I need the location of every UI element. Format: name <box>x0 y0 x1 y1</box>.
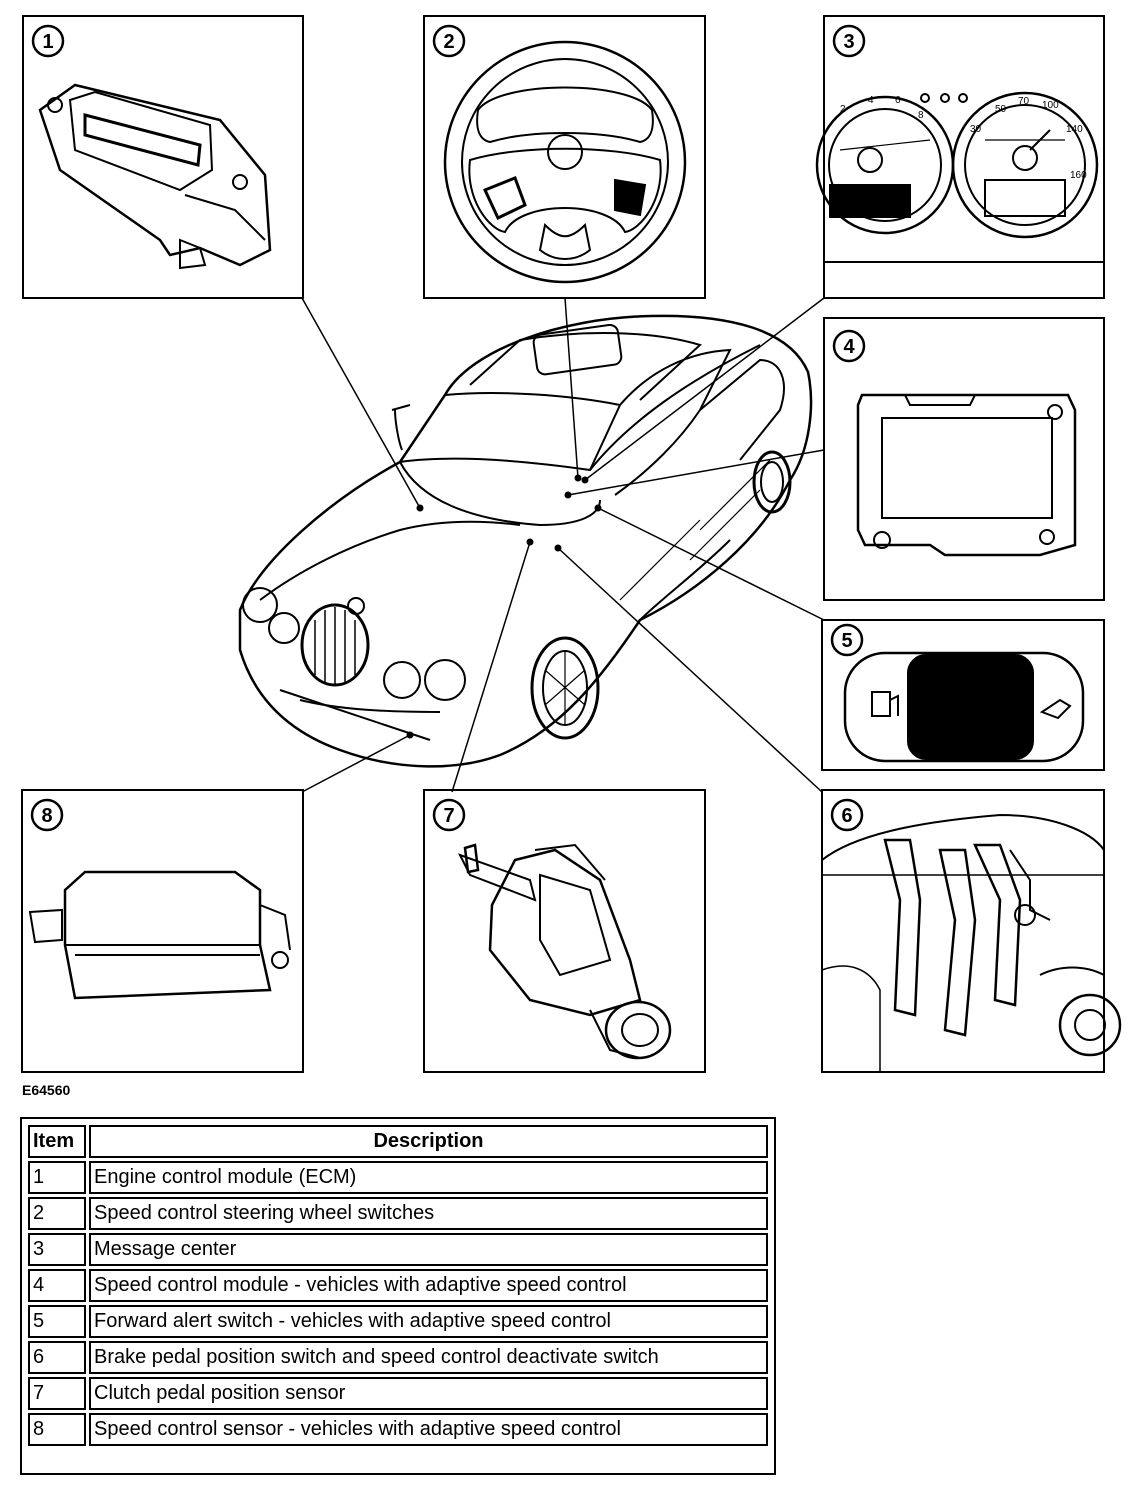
table-row: 3 Message center <box>28 1233 768 1266</box>
speed-control-sensor-illustration <box>28 870 291 1000</box>
legend-item-number: 4 <box>28 1269 86 1302</box>
clutch-sensor-illustration <box>457 843 672 1060</box>
legend-item-description: Engine control module (ECM) <box>89 1161 768 1194</box>
table-row: 8 Speed control sensor - vehicles with a… <box>28 1413 768 1446</box>
panel-number: 6 <box>841 805 852 827</box>
panel-6-brake-pedal-switches <box>821 789 1122 1073</box>
cluster-tick-label: 140 <box>1066 124 1083 135</box>
panel-number: 8 <box>41 805 52 827</box>
legend-header-row: Item Description <box>28 1125 768 1158</box>
legend-item-number: 7 <box>28 1377 86 1410</box>
panel-4-speed-control-module <box>823 317 1105 601</box>
panel-number: 5 <box>841 630 852 652</box>
legend-item-description: Clutch pedal position sensor <box>89 1377 768 1410</box>
legend-item-number: 8 <box>28 1413 86 1446</box>
legend-item-description: Speed control module - vehicles with ada… <box>89 1269 768 1302</box>
speed-control-module-illustration <box>856 393 1077 557</box>
cluster-tick-label: 50 <box>995 104 1007 115</box>
legend-item-description: Message center <box>89 1233 768 1266</box>
table-row: 1 Engine control module (ECM) <box>28 1161 768 1194</box>
panel-number: 3 <box>843 31 854 53</box>
cluster-tick-label: 30 <box>970 124 982 135</box>
cluster-tick-label: 70 <box>1018 96 1030 107</box>
legend-item-description: Brake pedal position switch and speed co… <box>89 1341 768 1374</box>
table-row: 5 Forward alert switch - vehicles with a… <box>28 1305 768 1338</box>
panel-number: 4 <box>843 336 855 358</box>
panel-number: 1 <box>42 31 53 53</box>
legend-item-number: 2 <box>28 1197 86 1230</box>
figure-id: E64560 <box>22 1082 71 1098</box>
component-location-diagram: 2 4 6 8 30 50 70 100 140 160 <box>21 15 1122 1073</box>
legend-header-item: Item <box>28 1125 86 1158</box>
legend-item-number: 3 <box>28 1233 86 1266</box>
pedal-box-illustration <box>821 813 1122 1072</box>
legend-item-number: 6 <box>28 1341 86 1374</box>
legend-item-number: 1 <box>28 1161 86 1194</box>
legend-header-description: Description <box>89 1125 768 1158</box>
legend-table: Item Description 1 Engine control module… <box>20 1117 776 1475</box>
ecm-illustration <box>38 83 272 270</box>
cluster-tick-label: 160 <box>1070 170 1087 181</box>
cluster-tick-label: 6 <box>895 95 901 106</box>
leader-dots <box>406 474 602 739</box>
panel-7-clutch-pedal-sensor <box>423 789 706 1073</box>
forward-alert-switch-illustration <box>843 651 1085 763</box>
cluster-illustration: 2 4 6 8 30 50 70 100 140 160 <box>815 91 1099 239</box>
legend-item-number: 5 <box>28 1305 86 1338</box>
legend-item-description: Forward alert switch - vehicles with ada… <box>89 1305 768 1338</box>
table-row: 7 Clutch pedal position sensor <box>28 1377 768 1410</box>
cluster-tick-label: 8 <box>918 110 924 121</box>
table-row: 2 Speed control steering wheel switches <box>28 1197 768 1230</box>
panel-3-instrument-cluster: 2 4 6 8 30 50 70 100 140 160 <box>815 15 1105 299</box>
car-illustration <box>238 314 813 768</box>
legend-item-description: Speed control sensor - vehicles with ada… <box>89 1413 768 1446</box>
panel-1-engine-control-module <box>22 15 304 299</box>
cluster-tick-label: 2 <box>840 104 846 115</box>
table-row: 6 Brake pedal position switch and speed … <box>28 1341 768 1374</box>
panel-number: 7 <box>443 805 454 827</box>
table-row: 4 Speed control module - vehicles with a… <box>28 1269 768 1302</box>
panel-number: 2 <box>443 31 454 53</box>
panel-5-forward-alert-switch <box>821 619 1105 771</box>
cluster-tick-label: 100 <box>1042 100 1059 111</box>
steering-wheel-illustration <box>443 40 687 284</box>
panel-8-speed-control-sensor <box>21 789 304 1073</box>
legend-item-description: Speed control steering wheel switches <box>89 1197 768 1230</box>
cluster-tick-label: 4 <box>868 95 874 106</box>
panel-2-steering-wheel <box>423 15 706 299</box>
